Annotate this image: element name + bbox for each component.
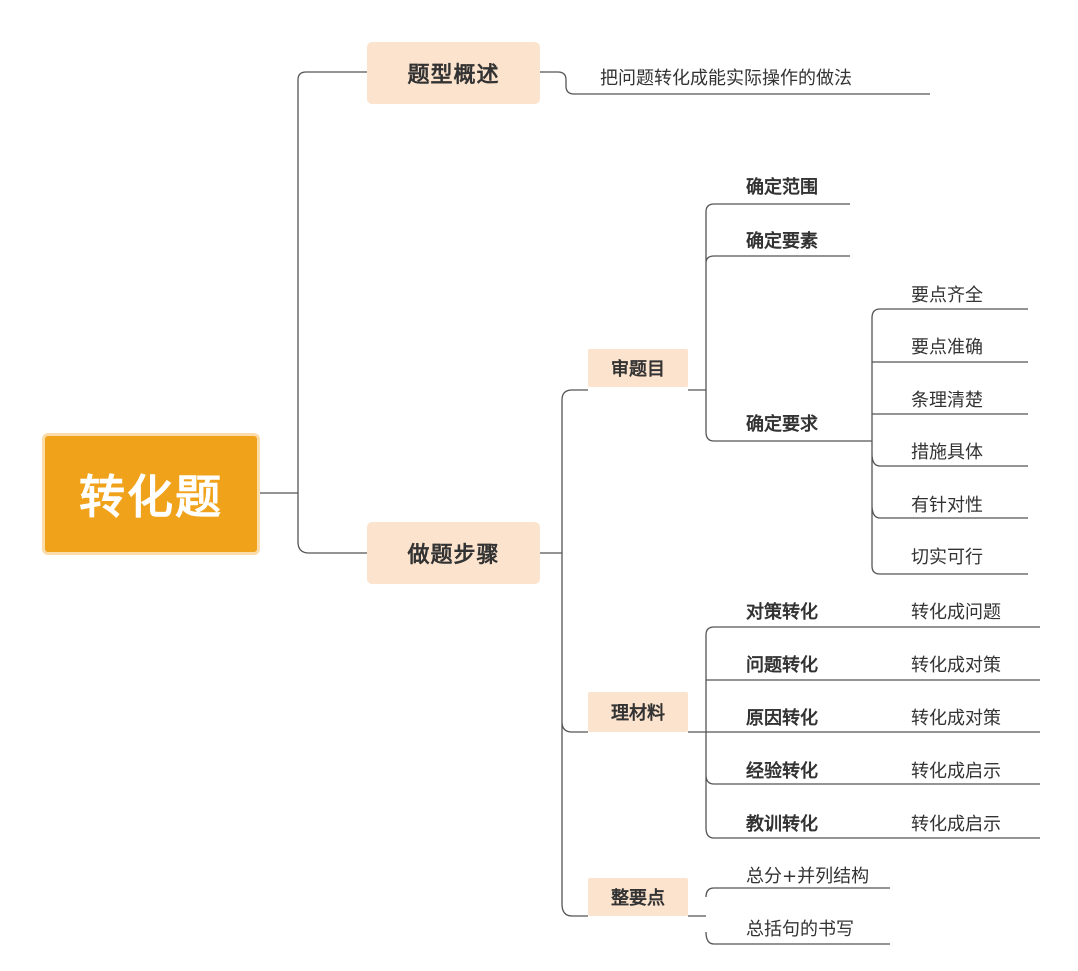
- material-item-label[interactable]: 教训转化: [746, 814, 818, 835]
- requirement-item[interactable]: 条理清楚: [911, 390, 983, 411]
- requirement-item[interactable]: 切实可行: [911, 547, 983, 568]
- elements-node[interactable]: 确定要素: [746, 231, 818, 252]
- requirement-item[interactable]: 措施具体: [911, 442, 983, 463]
- material-item-result[interactable]: 转化成对策: [911, 655, 1001, 676]
- material-item-label[interactable]: 问题转化: [746, 655, 818, 676]
- material-item-label[interactable]: 原因转化: [746, 708, 818, 729]
- requirement-item[interactable]: 要点准确: [911, 337, 983, 358]
- scope-node[interactable]: 确定范围: [746, 177, 818, 198]
- material-item-label[interactable]: 对策转化: [746, 602, 818, 623]
- overview-description: 把问题转化成能实际操作的做法: [600, 68, 852, 89]
- material-item-result[interactable]: 转化成问题: [911, 602, 1001, 623]
- review-node[interactable]: 审题目: [588, 349, 688, 387]
- points-item[interactable]: 总括句的书写: [746, 919, 854, 940]
- material-item-result[interactable]: 转化成对策: [911, 708, 1001, 729]
- steps-node[interactable]: 做题步骤: [367, 522, 540, 584]
- materials-node[interactable]: 理材料: [588, 692, 688, 732]
- overview-node[interactable]: 题型概述: [367, 42, 540, 104]
- root-node[interactable]: 转化题: [42, 433, 260, 555]
- material-item-result[interactable]: 转化成启示: [911, 814, 1001, 835]
- requirements-node[interactable]: 确定要求: [746, 414, 818, 435]
- requirement-item[interactable]: 要点齐全: [911, 285, 983, 306]
- material-item-result[interactable]: 转化成启示: [911, 761, 1001, 782]
- requirement-item[interactable]: 有针对性: [911, 495, 983, 516]
- points-item[interactable]: 总分+并列结构: [746, 866, 870, 887]
- points-node[interactable]: 整要点: [588, 878, 688, 916]
- material-item-label[interactable]: 经验转化: [746, 761, 818, 782]
